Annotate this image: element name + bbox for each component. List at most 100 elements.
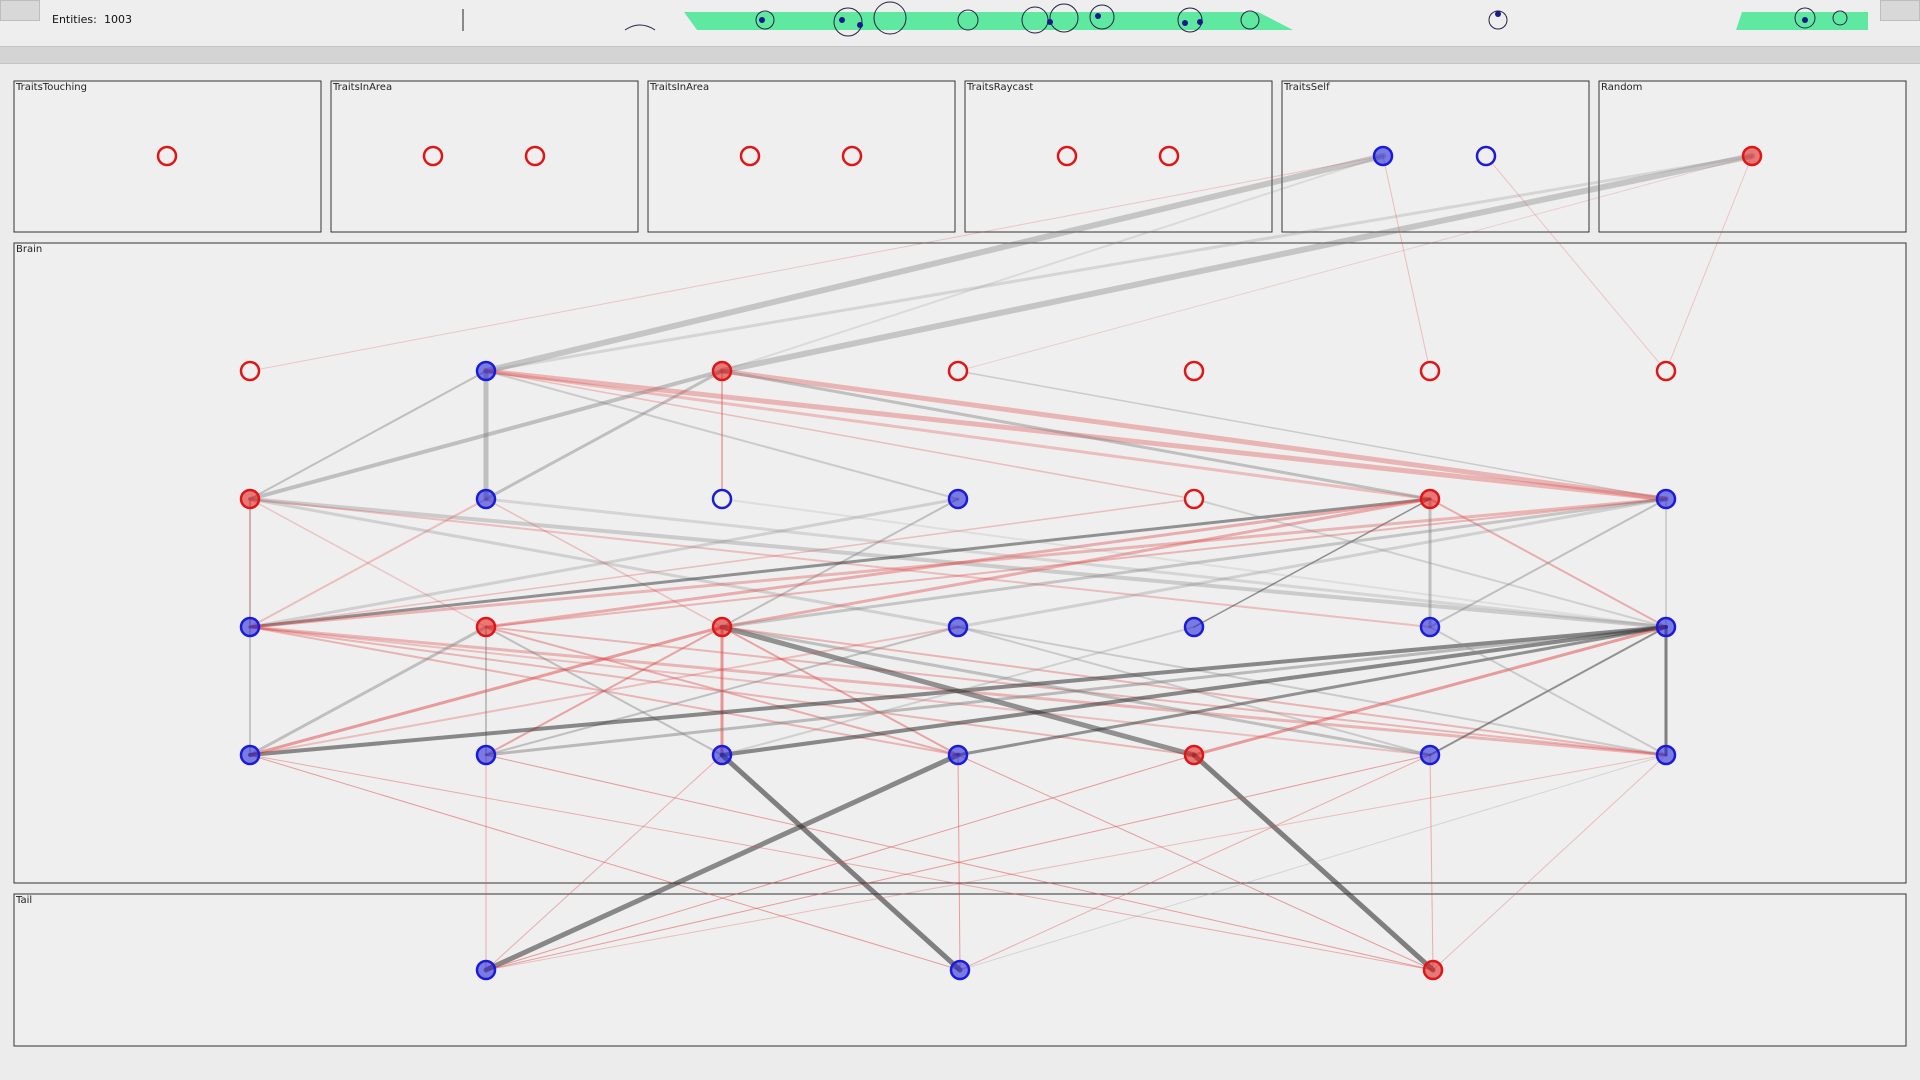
connection — [485, 754, 723, 971]
horizontal-scrollbar[interactable] — [0, 46, 1920, 64]
connection — [485, 498, 1667, 628]
connection — [719, 368, 1669, 502]
connection — [248, 625, 488, 757]
brain-neuron[interactable] — [475, 360, 497, 382]
brain-neuron[interactable] — [711, 488, 733, 510]
input-neuron[interactable] — [1372, 145, 1394, 167]
brain-neuron[interactable] — [239, 744, 261, 766]
connection — [719, 153, 1755, 374]
input-neuron[interactable] — [1475, 145, 1497, 167]
brain-neuron[interactable] — [711, 360, 733, 382]
brain-neuron[interactable] — [475, 488, 497, 510]
connection — [956, 625, 1668, 757]
connection — [485, 370, 959, 500]
brain-neuron[interactable] — [1183, 488, 1205, 510]
preview-band-right — [1736, 12, 1868, 30]
connection — [957, 754, 1434, 971]
input-neuron[interactable] — [422, 145, 444, 167]
tail-neuron[interactable] — [949, 959, 971, 981]
connection — [485, 754, 1195, 971]
connection — [720, 625, 1432, 757]
input-neuron[interactable] — [1741, 145, 1763, 167]
brain-neuron[interactable] — [947, 488, 969, 510]
input-neuron[interactable] — [1158, 145, 1180, 167]
connection — [484, 497, 1432, 629]
brain-neuron[interactable] — [1183, 616, 1205, 638]
panel-raycast — [964, 80, 1273, 233]
connection — [248, 497, 960, 629]
connection — [248, 625, 1668, 757]
brain-neuron[interactable] — [1419, 488, 1441, 510]
connection — [249, 626, 1431, 756]
connection — [248, 497, 1668, 629]
brain-neuron[interactable] — [1419, 360, 1441, 382]
connection — [1432, 754, 1667, 971]
entities-count: 1003 — [104, 13, 132, 26]
connection — [485, 754, 1667, 971]
connection — [484, 497, 1668, 629]
input-neuron[interactable] — [1056, 145, 1078, 167]
brain-neuron[interactable] — [1419, 744, 1441, 766]
connection — [249, 626, 959, 756]
brain-neuron[interactable] — [947, 360, 969, 382]
connection — [1193, 498, 1667, 628]
panel-label-self: TraitsSelf — [1284, 82, 1330, 93]
connection — [957, 370, 1667, 500]
brain-neuron[interactable] — [1655, 360, 1677, 382]
tail-neuron[interactable] — [475, 959, 497, 981]
connection — [1429, 498, 1667, 628]
panel-label-raycast: TraitsRaycast — [967, 82, 1034, 93]
connection — [248, 497, 1668, 629]
preview-band — [684, 12, 1293, 30]
brain-neuron[interactable] — [1183, 360, 1205, 382]
tail-neuron[interactable] — [1422, 959, 1444, 981]
connection — [485, 626, 959, 756]
connection — [720, 497, 1432, 629]
brain-neuron[interactable] — [711, 744, 733, 766]
connection — [720, 497, 1668, 629]
connection — [1429, 498, 1667, 628]
menu-button[interactable] — [0, 0, 40, 21]
brain-neuron[interactable] — [1655, 488, 1677, 510]
connection — [1382, 155, 1431, 372]
panel-label-touching: TraitsTouching — [16, 82, 87, 93]
connection — [959, 754, 1431, 971]
simulation-preview — [462, 1, 1868, 37]
connection — [249, 626, 959, 756]
connection — [249, 754, 1434, 971]
panel-label-inarea2: TraitsInArea — [650, 82, 710, 93]
neurons — [156, 145, 1763, 981]
brain-neuron[interactable] — [947, 744, 969, 766]
brain-neuron[interactable] — [1419, 616, 1441, 638]
input-neuron[interactable] — [524, 145, 546, 167]
brain-neuron[interactable] — [947, 616, 969, 638]
preview-dots — [759, 11, 1808, 28]
input-neuron[interactable] — [156, 145, 178, 167]
brain-neuron[interactable] — [475, 616, 497, 638]
connection — [483, 153, 1386, 374]
connection — [721, 626, 959, 756]
brain-neuron[interactable] — [1655, 744, 1677, 766]
connection — [248, 369, 724, 501]
brain-neuron[interactable] — [1655, 616, 1677, 638]
brain-neuron[interactable] — [475, 744, 497, 766]
connection — [485, 754, 1431, 971]
panel-frames — [13, 80, 1907, 1047]
connection — [249, 155, 1384, 372]
brain-neuron[interactable] — [239, 360, 261, 382]
input-neuron[interactable] — [739, 145, 761, 167]
input-neuron[interactable] — [841, 145, 863, 167]
brain-neuron[interactable] — [239, 488, 261, 510]
connection — [248, 625, 724, 757]
brain-neuron[interactable] — [711, 616, 733, 638]
connection — [484, 625, 1668, 757]
brain-neuron[interactable] — [239, 616, 261, 638]
connection — [485, 626, 723, 756]
connection — [249, 754, 961, 971]
panel-brain — [13, 242, 1907, 884]
connection — [249, 370, 487, 500]
panel-label-tail: Tail — [16, 895, 33, 906]
brain-neuron[interactable] — [1183, 744, 1205, 766]
connection — [1429, 626, 1667, 756]
connection — [1485, 155, 1667, 372]
